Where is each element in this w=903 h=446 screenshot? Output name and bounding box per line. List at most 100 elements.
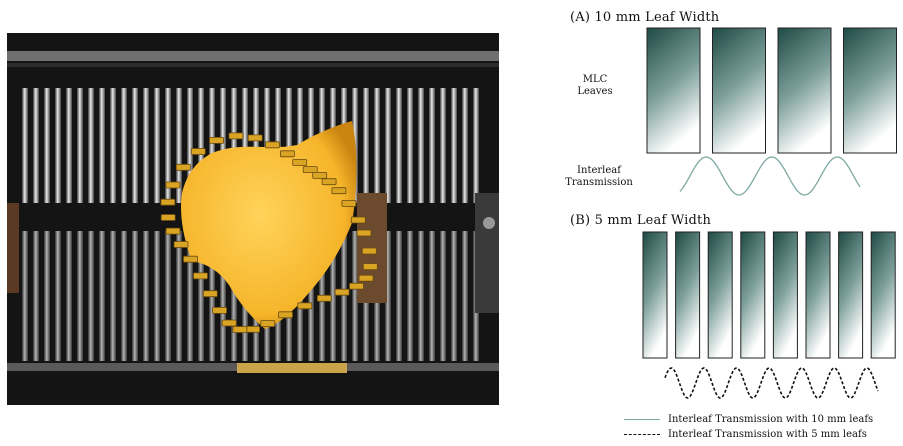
mlc-leaf-10mm [843, 27, 897, 154]
mlc-leaves-label-line1: MLC [582, 74, 608, 85]
lower-leaf [132, 231, 138, 361]
upper-leaf [418, 88, 424, 203]
lower-leaf [187, 231, 193, 361]
leaf-tip [209, 137, 224, 144]
panel-b-transmission-curve [664, 367, 879, 399]
upper-leaf [44, 88, 50, 203]
leaf-tip [341, 200, 357, 207]
upper-leaf [385, 88, 391, 203]
upper-leaf [407, 88, 413, 203]
leaf-tip [331, 187, 347, 195]
leaf-tip [292, 159, 308, 166]
upper-leaf [77, 88, 83, 203]
lower-leaf [198, 231, 204, 361]
legend-dashed-label: Interleaf Transmission with 5 mm leafs [668, 429, 867, 440]
leaf-tip [247, 134, 263, 142]
legend-solid-line [624, 419, 660, 420]
upper-leaf [253, 88, 259, 203]
leaf-tip [232, 326, 248, 333]
leaf-tip [312, 171, 328, 179]
upper-leaf [462, 88, 468, 203]
leaf-tip [165, 181, 181, 189]
interleaf-label-line1: Interleaf [577, 165, 621, 176]
upper-leaf [99, 88, 105, 203]
leaf-tip [165, 227, 181, 235]
diagram-graphics [642, 27, 897, 399]
leaf-tip [279, 150, 295, 158]
lower-leaf [22, 231, 28, 361]
upper-leaf [110, 88, 116, 203]
upper-leaf [132, 88, 138, 203]
leaf-tip [228, 132, 244, 140]
leaf-tip [160, 198, 176, 206]
lower-leaf [77, 231, 83, 361]
mlc-leaves-label-line2: Leaves [577, 86, 613, 97]
lower-leaf [99, 231, 105, 361]
lower-leaf [121, 231, 127, 361]
leaf-tip [265, 141, 280, 149]
upper-leaf [55, 88, 61, 203]
lower-leaf [88, 231, 94, 361]
mlc-leaf-5mm [707, 231, 733, 359]
leaf-tip [316, 294, 332, 302]
leaf-tip [356, 229, 372, 237]
leaf-tip [362, 263, 378, 271]
leaf-tip [297, 302, 313, 310]
leaf-tip [173, 241, 189, 248]
panel-b-leaves [642, 231, 896, 359]
leaf-tip [321, 178, 337, 186]
panel-a-title: (A) 10 mm Leaf Width [570, 10, 720, 25]
upper-leaf [242, 88, 248, 203]
upper-leaf [121, 88, 127, 203]
panel-a-transmission-curve [679, 156, 861, 196]
leaf-tip [175, 163, 191, 171]
lower-leaf [154, 231, 160, 361]
upper-leaf [231, 88, 237, 203]
leaf-tip [202, 290, 218, 298]
mlc-leaf-10mm [777, 27, 832, 154]
legend-dashed-line [624, 434, 660, 435]
panel-a-leaves [646, 27, 897, 154]
upper-leaf [187, 88, 193, 203]
mlc-leaf-5mm [805, 231, 831, 359]
lower-leaf [110, 231, 116, 361]
mlc-leaf-5mm [642, 231, 668, 359]
lower-leaf [440, 231, 446, 361]
leaf-tip [334, 288, 350, 296]
mlc-leaf-5mm [675, 231, 701, 359]
upper-leaf [66, 88, 72, 203]
mlc-leaf-5mm [870, 231, 896, 359]
lower-leaf [330, 231, 336, 361]
lower-leaf [407, 231, 413, 361]
upper-leaf [286, 88, 292, 203]
leaf-tips [160, 132, 378, 333]
upper-leaf [451, 88, 457, 203]
upper-leaf [22, 88, 28, 203]
upper-leaf [396, 88, 402, 203]
leaf-tip [260, 320, 276, 328]
leaf-tip [361, 247, 377, 255]
panel-b-title: (B) 5 mm Leaf Width [570, 213, 712, 228]
leaf-tip [302, 166, 318, 174]
upper-leaf [440, 88, 446, 203]
leaf-tip [212, 306, 228, 314]
lower-leaf [341, 231, 347, 361]
mlc-leaf-10mm [712, 27, 766, 154]
upper-leaf [88, 88, 94, 203]
legend-solid: Interleaf Transmission with 10 mm leafs [624, 414, 873, 425]
upper-leaf [198, 88, 204, 203]
leaf-tip [193, 272, 208, 280]
mlc-leaf-5mm [772, 231, 798, 359]
lower-leaf [451, 231, 457, 361]
mlc-leaf-5mm [740, 231, 766, 359]
leaf-tip [245, 325, 261, 333]
leaf-tip [350, 216, 366, 224]
mlc-leaf-10mm [646, 27, 701, 154]
lower-leaf [396, 231, 402, 361]
lower-leaf [143, 231, 149, 361]
lower-leaf [231, 231, 237, 361]
leaf-tip [183, 255, 198, 263]
upper-leaf [154, 88, 160, 203]
upper-leaf [209, 88, 215, 203]
lower-leaf [385, 231, 391, 361]
